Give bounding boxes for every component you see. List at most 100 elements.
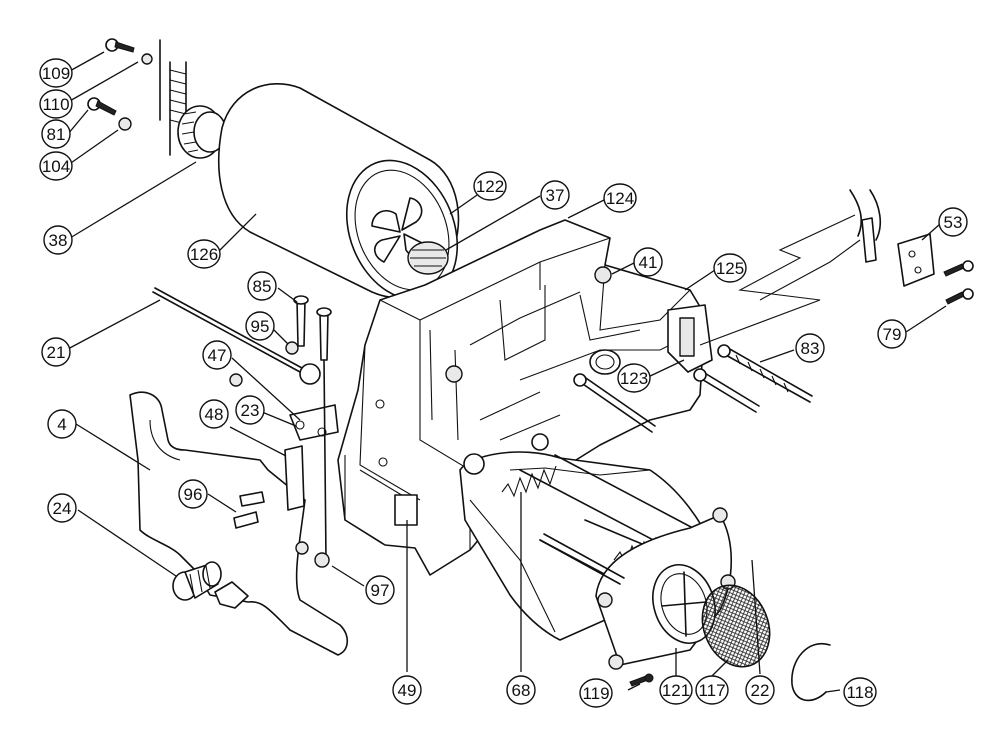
callout-104: 104 (39, 151, 73, 181)
callout-label: 53 (944, 213, 963, 232)
callout-96: 96 (178, 479, 208, 509)
callout-83: 83 (795, 333, 825, 363)
callout-label: 23 (241, 401, 260, 420)
callout-117: 117 (695, 675, 729, 705)
callout-21: 21 (41, 337, 71, 367)
callout-ring (713, 253, 747, 283)
wire-path (699, 214, 861, 346)
callout-label: 96 (184, 485, 203, 504)
callout-label: 37 (546, 186, 565, 205)
callout-label: 41 (639, 253, 658, 272)
callout-95: 95 (245, 311, 275, 341)
callout-ring (178, 479, 208, 509)
callout-119: 119 (579, 678, 613, 708)
callout-label: 122 (476, 177, 504, 196)
callout-label: 24 (53, 499, 72, 518)
callout-53: 53 (938, 207, 968, 237)
leader-lines (65, 51, 947, 693)
callout-label: 109 (42, 64, 70, 83)
callout-122: 122 (473, 171, 507, 201)
callout-label: 68 (512, 681, 531, 700)
callout-label: 121 (662, 681, 690, 700)
callout-label: 22 (751, 681, 770, 700)
callout-22: 22 (745, 675, 775, 705)
callout-ring (843, 677, 877, 707)
callout-ring (245, 311, 275, 341)
callout-ring (365, 575, 395, 605)
callout-label: 47 (208, 346, 227, 365)
callout-ring (202, 340, 232, 370)
callout-label: 119 (582, 684, 609, 703)
callout-ring (795, 333, 825, 363)
bracket-53 (849, 189, 974, 305)
callout-ring (47, 493, 77, 523)
callout-label: 4 (57, 415, 66, 434)
callout-ring (617, 363, 651, 393)
callout-81: 81 (41, 119, 71, 149)
callout-ring (187, 239, 221, 269)
callout-ring (41, 119, 71, 149)
callout-ring (392, 675, 422, 705)
callout-ring (39, 151, 73, 181)
callout-ring (247, 271, 277, 301)
callout-48: 48 (199, 399, 229, 429)
callout-ring (579, 678, 613, 708)
callout-label: 124 (606, 189, 634, 208)
callout-label: 83 (801, 339, 820, 358)
callout-label: 118 (846, 683, 873, 702)
callout-label: 123 (620, 369, 648, 388)
screw-119 (629, 673, 654, 687)
callout-label: 85 (253, 277, 272, 296)
bolts-83 (573, 344, 813, 433)
callout-label: 21 (47, 343, 66, 362)
callout-68: 68 (506, 675, 536, 705)
callout-121: 121 (659, 675, 693, 705)
callout-label: 48 (205, 405, 224, 424)
callout-ring (633, 247, 663, 277)
callout-24: 24 (47, 493, 77, 523)
callout-ring (938, 207, 968, 237)
callout-85: 85 (247, 271, 277, 301)
callout-123: 123 (617, 363, 651, 393)
nuts-95-97 (229, 341, 330, 568)
callout-79: 79 (877, 319, 907, 349)
callout-ring (745, 675, 775, 705)
front-cover (595, 507, 736, 670)
callout-label: 110 (42, 95, 69, 114)
callout-ring (47, 409, 77, 439)
spring-clip-118 (791, 642, 831, 702)
callout-126: 126 (187, 239, 221, 269)
knob-24 (172, 561, 249, 609)
motor-body (217, 83, 460, 301)
callout-109: 109 (39, 58, 73, 88)
callout-ring (540, 180, 570, 210)
callout-label: 97 (371, 581, 390, 600)
callout-47: 47 (202, 340, 232, 370)
callout-label: 125 (716, 259, 744, 278)
mesh-screen (701, 584, 771, 668)
callout-label: 38 (49, 231, 68, 250)
screws-85-96 (233, 295, 332, 561)
callout-49: 49 (392, 675, 422, 705)
callout-label: 117 (698, 681, 725, 700)
callout-label: 49 (398, 681, 417, 700)
callout-label: 95 (251, 317, 270, 336)
callout-ring (877, 319, 907, 349)
callout-ring (506, 675, 536, 705)
callout-ring (603, 183, 637, 213)
rod-68 (539, 533, 625, 585)
callout-ring (235, 395, 265, 425)
callout-ring (659, 675, 693, 705)
screw-81 (87, 97, 132, 131)
callout-ring (199, 399, 229, 429)
callout-41: 41 (633, 247, 663, 277)
callout-ring (473, 171, 507, 201)
callout-37: 37 (540, 180, 570, 210)
rod-21 (152, 287, 321, 385)
callout-110: 110 (39, 89, 73, 119)
callout-23: 23 (235, 395, 265, 425)
callout-label: 126 (190, 245, 218, 264)
bracket-47-48 (284, 404, 339, 511)
callout-4: 4 (47, 409, 77, 439)
